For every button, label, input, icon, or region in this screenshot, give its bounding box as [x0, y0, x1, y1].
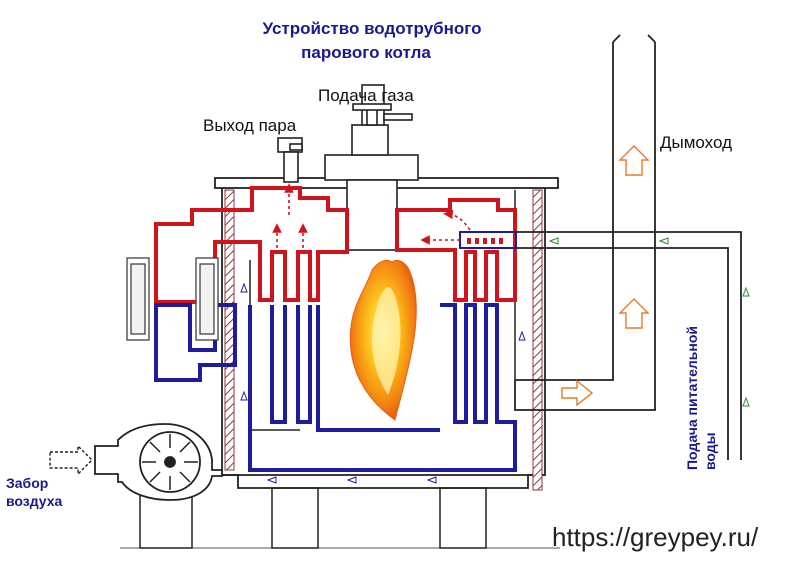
steam-outlet-pipe	[277, 137, 303, 183]
feed-water-label-1: Подача питательной	[684, 326, 700, 470]
hot-water-collector	[154, 186, 517, 304]
steam-flow-arrows	[272, 183, 471, 248]
inspection-hatch-right	[195, 257, 219, 341]
chimney-label: Дымоход	[660, 133, 732, 152]
brick-wall-right	[532, 189, 543, 491]
inspection-hatch-left	[126, 257, 150, 341]
brick-wall-left	[224, 189, 235, 471]
watermark-url: https://greypey.ru/	[552, 522, 759, 552]
feed-pipe-teeth	[467, 238, 503, 244]
flue-gas-arrows	[561, 145, 650, 407]
feed-water-label-2: воды	[702, 432, 718, 470]
gas-supply-label: Подача газа	[318, 86, 414, 105]
air-intake-arrow	[49, 444, 93, 476]
feed-water-pipe	[516, 231, 742, 460]
title-line-1: Устройство водотрубного	[262, 19, 481, 38]
air-intake-label-1: Забор	[6, 475, 48, 491]
burner-flame	[349, 259, 417, 421]
water-flow-markers	[240, 282, 526, 484]
feed-water-arrows	[548, 237, 750, 407]
title-line-2: парового котла	[301, 43, 431, 62]
air-intake-label-2: воздуха	[6, 493, 63, 509]
air-intake-fan	[94, 423, 223, 501]
chimney	[515, 34, 656, 411]
gas-burner	[324, 84, 419, 251]
steam-outlet-label: Выход пара	[203, 116, 297, 135]
cold-water-collector	[154, 303, 517, 472]
